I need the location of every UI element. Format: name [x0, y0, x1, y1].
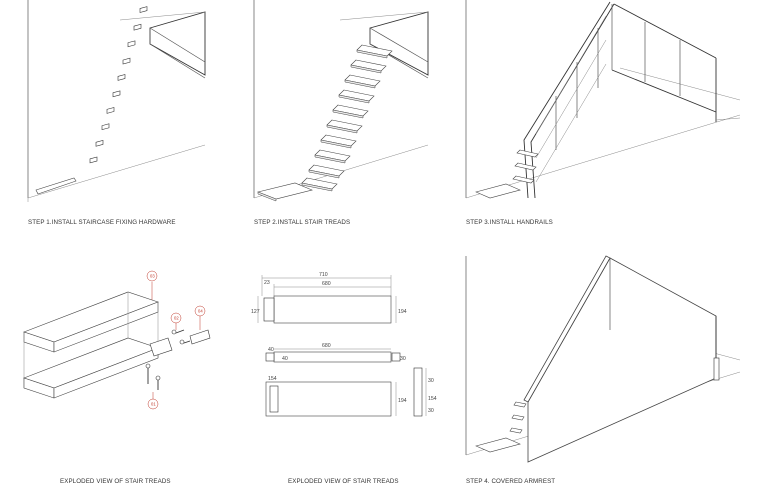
floor-fixing-bar: [35, 177, 77, 195]
stair-treads: [257, 44, 393, 202]
covered-armrest-panel: [527, 257, 717, 463]
caption-exploded1: EXPLODED VIEW OF STAIR TREADS: [60, 478, 171, 485]
dim-offset-left: 23: [264, 280, 270, 286]
dim-overall-length: 710: [319, 272, 328, 278]
mounting-clip: [149, 337, 173, 357]
caption-exploded2: EXPLODED VIEW OF STAIR TREADS: [288, 478, 399, 485]
step1-drawing: [27, 0, 206, 202]
dim-height-left: 127: [251, 309, 260, 315]
tread-profile-view: [273, 351, 392, 363]
dim-profile-length: 680: [322, 343, 331, 349]
dim-side-mid: 154: [428, 396, 437, 402]
exploded-dimension-drawing: 710 680 23 127 194 680 40 40 30 154 194 …: [251, 272, 437, 417]
dim-front-thickness: 40: [282, 356, 288, 362]
part-tag-02: 02: [174, 316, 179, 321]
dim-side-bottom: 30: [428, 408, 434, 414]
dim-profile-thickness: 40: [268, 347, 274, 353]
step4-treads: [475, 401, 527, 453]
step3-treads: [475, 149, 539, 199]
dim-front-inner: 154: [268, 376, 277, 382]
tread-front-view: [265, 381, 392, 417]
step3-drawing: [465, 0, 741, 199]
fixing-bracket-group: [89, 6, 148, 164]
dim-side-top: 30: [428, 378, 434, 384]
dim-front-height: 194: [398, 398, 407, 404]
side-profile: [413, 367, 423, 417]
exploded-iso-drawing: 03 02 04 01: [23, 270, 211, 410]
caption-step4: STEP 4. COVERED ARMREST: [466, 478, 555, 485]
dim-profile-end: 30: [400, 356, 406, 362]
part-tag-04: 04: [198, 309, 203, 314]
dim-height-right: 194: [398, 309, 407, 315]
step4-drawing: [465, 255, 741, 463]
caption-step3: STEP 3.INSTALL HANDRAILS: [466, 219, 553, 226]
dim-tread-length-top: 680: [322, 281, 331, 287]
part-tag-01: 01: [151, 402, 156, 407]
tread-top-view: [273, 295, 392, 324]
caption-step1: STEP 1.INSTALL STAIRCASE FIXING HARDWARE: [28, 219, 176, 226]
step2-drawing: [253, 0, 429, 202]
part-tag-03: 03: [150, 274, 155, 279]
caption-step2: STEP 2.INSTALL STAIR TREADS: [254, 219, 350, 226]
